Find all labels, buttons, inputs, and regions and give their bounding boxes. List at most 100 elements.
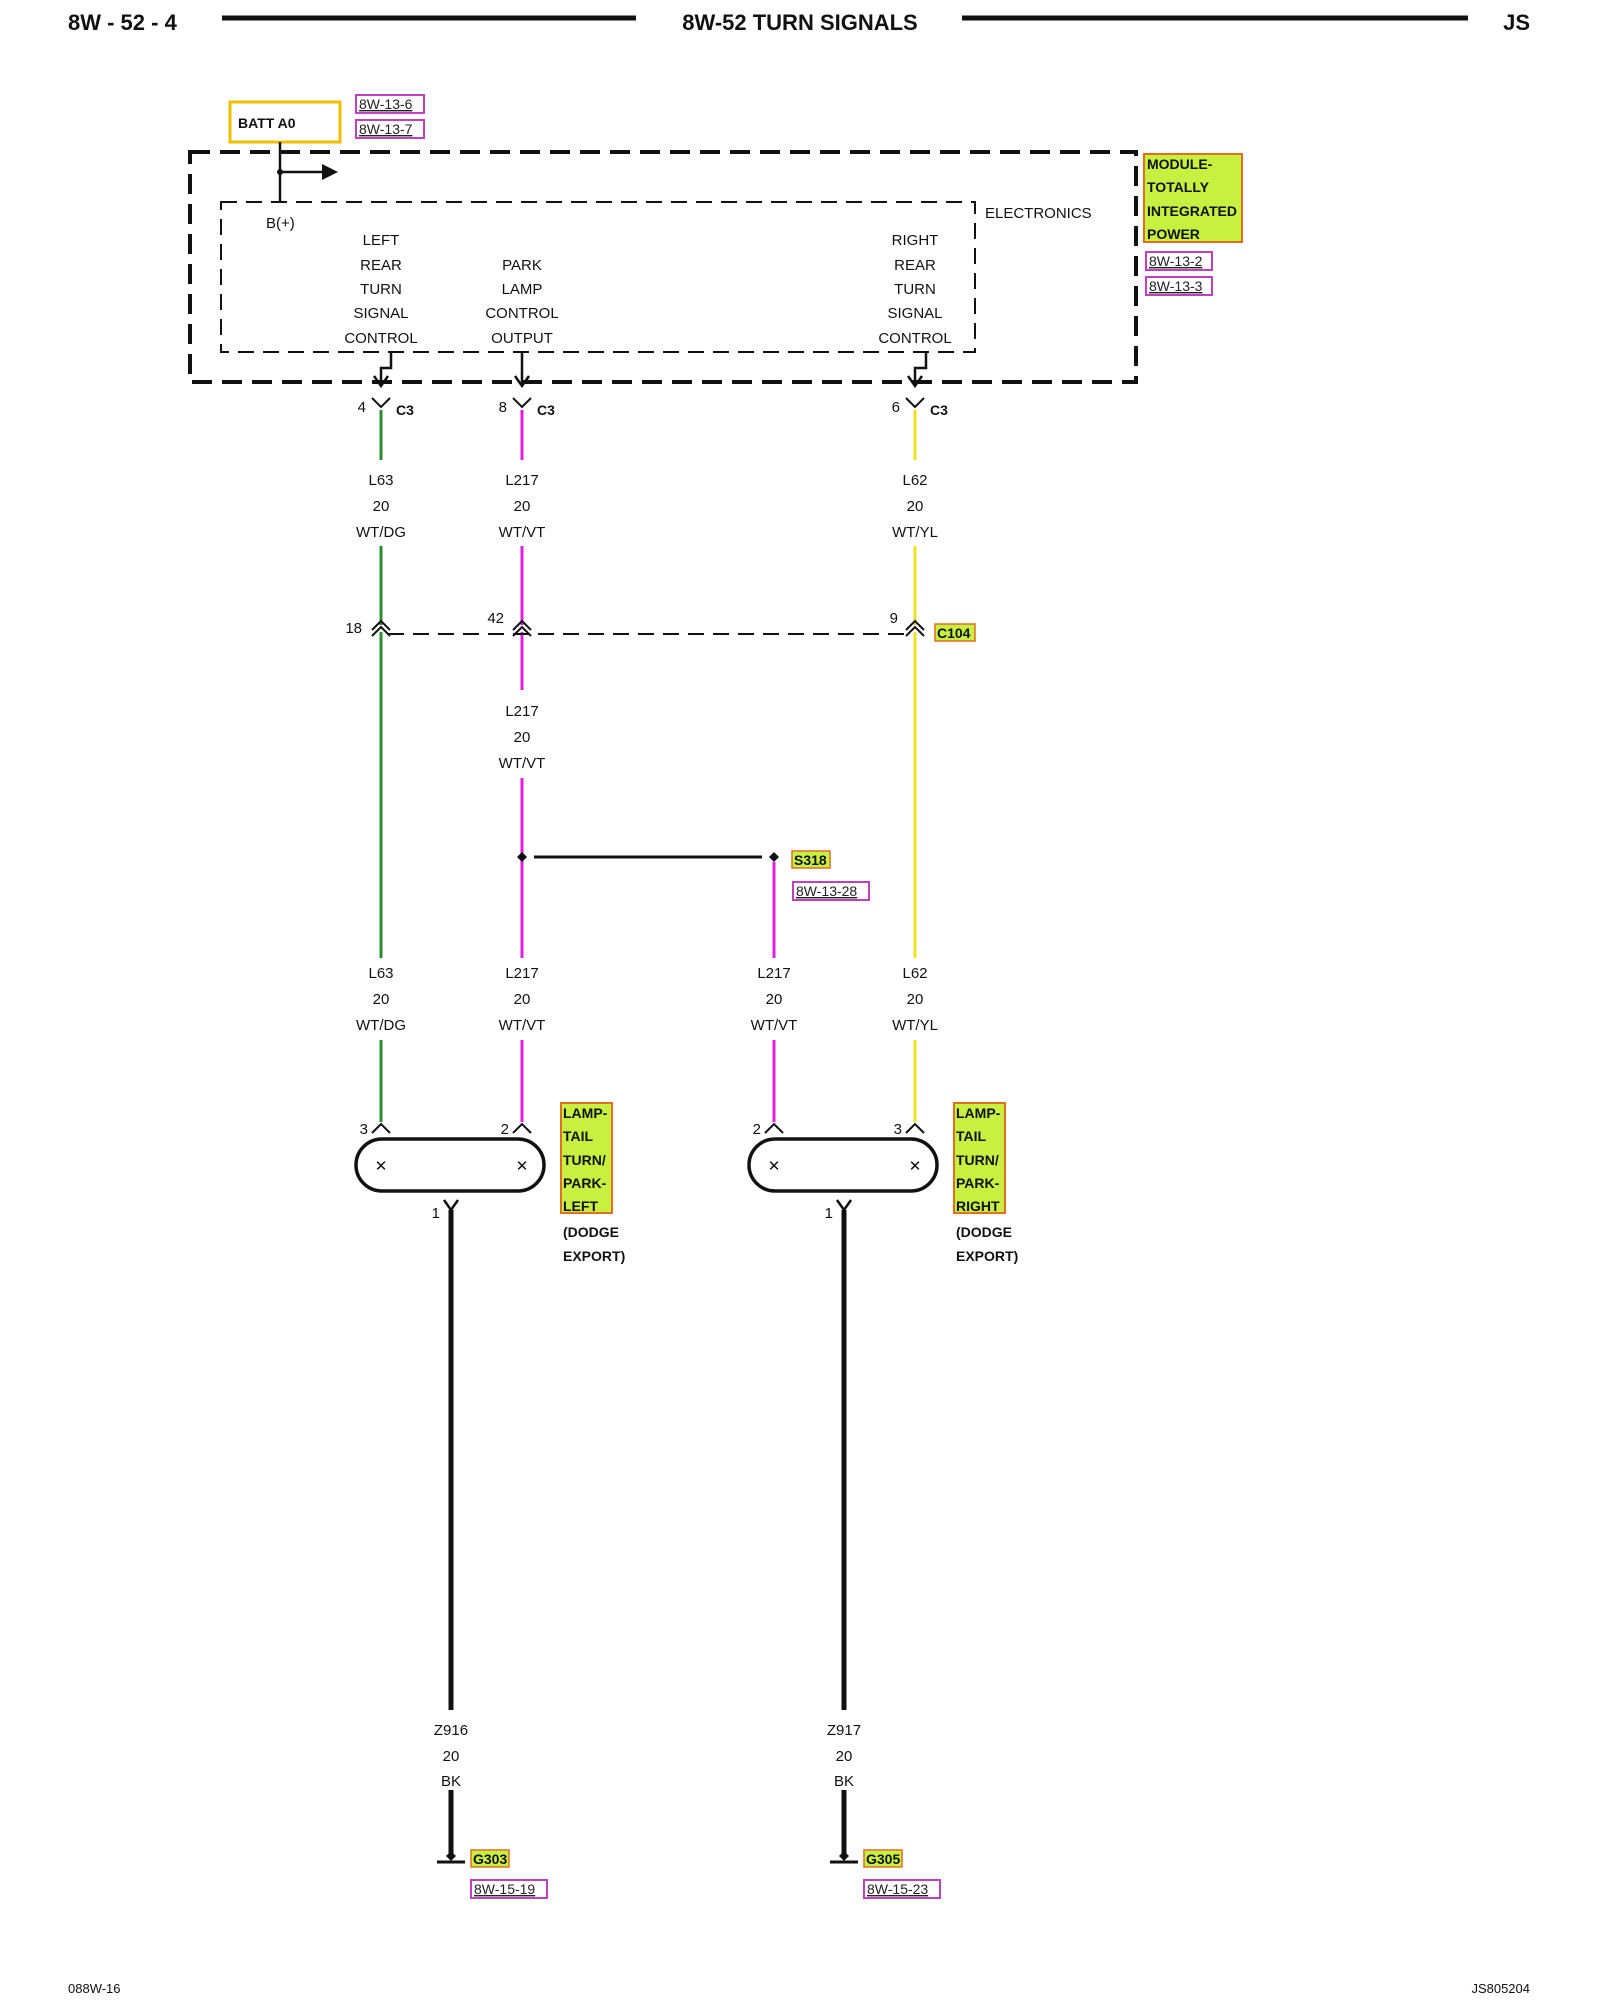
g305-ref-box (863, 1879, 941, 1899)
output-arrow-left (379, 352, 393, 384)
wire-gauge: 20 (514, 498, 531, 515)
wire-gauge: 20 (907, 498, 924, 515)
wire-circuit: L217 (505, 472, 538, 489)
wire-gauge: 20 (373, 991, 390, 1008)
lamp-left-name-line: PARK- (563, 1175, 607, 1191)
lamp-right-filament-icon: ✕ (768, 1158, 781, 1175)
output-label-line: SIGNAL (353, 305, 408, 322)
lamp-left-name-line: TURN/ (563, 1152, 606, 1168)
output-label-line: TURN (894, 281, 936, 298)
splice-name: S318 (794, 852, 827, 868)
ground-wire-color: BK (441, 1773, 461, 1790)
lamp-right: 2 3 ✕ ✕ 1 LAMP- TAIL TURN/ PARK- RIGHT (… (747, 1102, 1018, 1264)
splice-ref[interactable]: 8W-13-28 (796, 883, 857, 899)
lamp-left-name-line: TAIL (563, 1128, 594, 1144)
output-label-line: LAMP (502, 281, 543, 298)
header-model: JS (1503, 10, 1530, 35)
splice-node-right (769, 852, 779, 862)
wire-circuit: L63 (368, 472, 393, 489)
lower-wire-labels: L63 20 WT/DG L217 20 WT/VT L217 20 WT/VT… (356, 965, 938, 1034)
c104-pin-symbol-right (905, 619, 925, 631)
module-name-line-2: TOTALLY (1147, 179, 1210, 195)
wire-circuit: L63 (368, 965, 393, 982)
c3-pin-park: 8 (499, 399, 507, 416)
module-name-line-1: MODULE- (1147, 156, 1213, 172)
lamp-right-pin-symbol-b (905, 1122, 925, 1134)
electronics-inner-box (220, 201, 976, 353)
output-label-line: REAR (894, 257, 936, 274)
c3-pin-left: 4 (358, 399, 366, 416)
module-name-line-3: INTEGRATED (1147, 203, 1237, 219)
c3-name-right: C3 (930, 402, 948, 418)
wire-color: WT/VT (499, 755, 546, 772)
output-right-rear-turn: RIGHT REAR TURN SIGNAL CONTROL (878, 232, 951, 347)
c104-pin-park: 42 (487, 610, 504, 627)
lamp-left-body (354, 1137, 546, 1193)
wire-gauge: 20 (373, 498, 390, 515)
lamp-right-note-line: (DODGE (956, 1224, 1012, 1240)
c104-pin-symbol-left-2 (371, 625, 391, 637)
lamp-right-name-line: RIGHT (956, 1198, 1000, 1214)
ground-wire-gauge: 20 (443, 1748, 460, 1765)
lamp-right-filament-icon: ✕ (909, 1158, 922, 1175)
lamp-left-pin-symbol-b (512, 1122, 532, 1134)
lamp-left-pin-a: 3 (360, 1121, 368, 1138)
output-label-line: RIGHT (892, 232, 939, 249)
batt-ref-1[interactable]: 8W-13-6 (359, 96, 413, 112)
c3-name-park: C3 (537, 402, 555, 418)
g303-ref[interactable]: 8W-15-19 (474, 1881, 535, 1897)
splice-tag (791, 850, 831, 869)
c104-name: C104 (937, 625, 971, 641)
battery-feed: BATT A0 8W-13-6 8W-13-7 B(+) (228, 94, 425, 232)
batt-ref-box-2 (355, 119, 425, 139)
module-ref-box-2 (1145, 276, 1213, 296)
module-ref-2[interactable]: 8W-13-3 (1149, 278, 1203, 294)
g305-tag (863, 1849, 903, 1868)
lamp-right-body (747, 1137, 939, 1193)
c104-pin-symbol-right-2 (905, 625, 925, 637)
output-label-line: CONTROL (485, 305, 558, 322)
ground-wire-gauge: 20 (836, 1748, 853, 1765)
module-name-line-4: POWER (1147, 226, 1200, 242)
signal-wires (379, 410, 917, 1122)
module-outer-box (188, 150, 1138, 384)
lamp-left-name-line: LEFT (563, 1198, 598, 1214)
header-page-number: 8W - 52 - 4 (68, 10, 178, 35)
output-label-line: OUTPUT (491, 330, 553, 347)
g305-ref[interactable]: 8W-15-23 (867, 1881, 928, 1897)
module-ref-1[interactable]: 8W-13-2 (1149, 253, 1203, 269)
wire-gauge: 20 (766, 991, 783, 1008)
splice-ref-box (792, 881, 870, 901)
splice-node-left (517, 852, 527, 862)
c3-pin-symbol-park (512, 397, 532, 409)
wire-circuit: L217 (505, 965, 538, 982)
output-label-line: REAR (360, 257, 402, 274)
c104-pin-left: 18 (345, 620, 362, 637)
ground-circuits: Z916 20 BK Z917 20 BK G303 8W-15-19 G305… (434, 1210, 941, 1899)
lamp-right-pin-b: 3 (894, 1121, 902, 1138)
ground-node-icon (446, 1851, 456, 1861)
footer-left-code: 088W-16 (68, 1981, 121, 1996)
wire-gauge: 20 (907, 991, 924, 1008)
lamp-left-ground-pin-symbol (442, 1199, 460, 1213)
connector-c104: 18 42 9 C104 (345, 610, 976, 642)
batt-ref-2[interactable]: 8W-13-7 (359, 121, 413, 137)
ground-node-icon (839, 1851, 849, 1861)
footer-right-code: JS805204 (1471, 1981, 1530, 1996)
batt-box (228, 100, 342, 144)
lamp-right-name-line: PARK- (956, 1175, 1000, 1191)
output-label-line: LEFT (363, 232, 400, 249)
g305-name: G305 (866, 1851, 900, 1867)
c3-pin-symbol-left (371, 397, 391, 409)
g303-name: G303 (473, 1851, 507, 1867)
output-label-line: SIGNAL (887, 305, 942, 322)
wire-color: WT/VT (499, 1017, 546, 1034)
wire-circuit: L62 (902, 472, 927, 489)
wire-color: WT/VT (751, 1017, 798, 1034)
wire-circuit: L217 (505, 703, 538, 720)
lamp-right-pin-ground: 1 (825, 1205, 833, 1222)
batt-junction-dot (277, 169, 283, 175)
output-arrowhead-right (906, 375, 924, 389)
